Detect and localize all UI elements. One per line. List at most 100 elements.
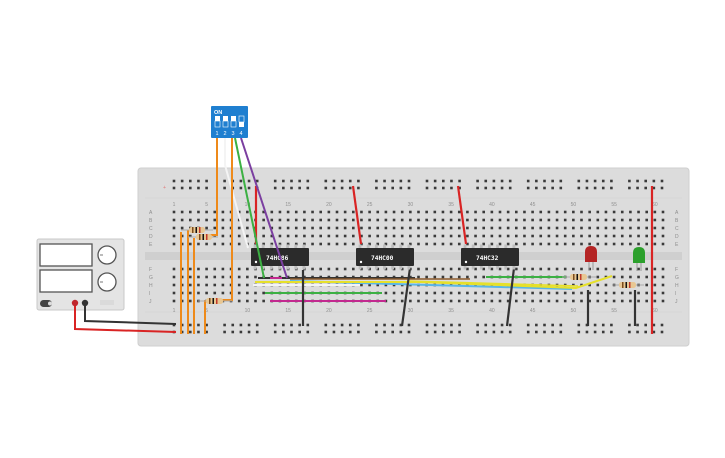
breadboard-hole — [588, 226, 591, 230]
rail-hole — [357, 186, 360, 190]
breadboard-hole — [368, 226, 371, 230]
breadboard-hole — [172, 299, 176, 303]
rail-hole — [636, 186, 639, 190]
row-label: F — [149, 267, 152, 273]
rail-hole — [508, 186, 512, 190]
breadboard-hole — [637, 242, 640, 246]
rail-hole — [282, 186, 285, 190]
wire-red-chip3 — [456, 185, 468, 245]
breadboard-hole — [180, 226, 184, 230]
rail-hole — [585, 179, 589, 183]
led-green[interactable] — [633, 247, 645, 271]
led-red[interactable] — [585, 246, 597, 270]
rail-hole — [610, 186, 613, 190]
power-terminal-negative[interactable] — [81, 299, 89, 307]
resistor-4[interactable] — [562, 274, 596, 280]
power-supply[interactable] — [36, 238, 125, 311]
wire-white-dip-2 — [224, 138, 249, 249]
breadboard-hole — [425, 218, 428, 222]
power-supply-knob-voltage[interactable] — [97, 245, 117, 265]
breadboard-hole — [409, 210, 412, 214]
breadboard-hole — [441, 226, 445, 230]
breadboard-hole — [449, 226, 453, 230]
rail-hole — [458, 186, 461, 190]
breadboard-hole — [637, 291, 640, 295]
resistor-2[interactable] — [188, 234, 218, 240]
resistor-1[interactable] — [181, 227, 213, 233]
column-label: 15 — [285, 202, 291, 208]
breadboard-hole — [343, 218, 347, 222]
dip-switch[interactable]: ON 1 2 3 4 — [211, 106, 248, 138]
row-label: C — [149, 226, 153, 232]
breadboard-hole — [311, 234, 314, 238]
ic-chip-74hc00[interactable]: 74HC00 — [356, 248, 414, 266]
breadboard-hole — [490, 267, 494, 271]
power-supply-switch[interactable] — [40, 300, 52, 307]
breadboard-hole — [482, 267, 485, 271]
breadboard-hole — [254, 299, 257, 303]
breadboard-hole — [457, 226, 461, 230]
ic-chip-74hc32[interactable]: 74HC32 — [461, 248, 519, 266]
breadboard-hole — [197, 275, 200, 279]
resistor-band — [216, 298, 218, 304]
power-terminal-positive[interactable] — [71, 299, 79, 307]
breadboard-hole — [180, 299, 184, 303]
breadboard-hole — [612, 234, 616, 238]
breadboard-hole — [572, 283, 575, 287]
rail-hole — [628, 330, 631, 334]
breadboard-hole — [653, 234, 657, 238]
breadboard-hole — [433, 242, 437, 246]
rail-hole — [508, 330, 512, 334]
chip-pin — [286, 266, 289, 270]
rail-hole — [543, 330, 546, 334]
breadboard-hole — [661, 267, 665, 271]
breadboard-hole — [254, 275, 257, 279]
rail-hole — [298, 323, 301, 327]
resistor-3[interactable] — [198, 298, 232, 304]
row-label: A — [149, 210, 153, 216]
chip-pin — [512, 244, 516, 248]
breadboard-hole — [547, 267, 551, 271]
chip-pin — [358, 266, 362, 270]
breadboard-hole — [620, 210, 624, 214]
resistor-band — [199, 227, 201, 233]
power-supply-knob-current[interactable] — [97, 272, 117, 292]
rail-hole — [180, 323, 184, 327]
breadboard-hole — [580, 283, 583, 287]
rail-hole — [500, 186, 504, 190]
resistor-band — [212, 298, 214, 304]
breadboard-hole — [482, 299, 485, 303]
breadboard-hole — [303, 210, 306, 214]
resistor-band — [573, 274, 575, 280]
dip-switch-number: 4 — [240, 131, 243, 137]
breadboard-hole — [246, 218, 249, 222]
rail-hole — [442, 330, 445, 334]
rail-hole — [450, 330, 453, 334]
row-label: B — [675, 218, 679, 224]
breadboard-hole — [384, 283, 388, 287]
dip-switch-icon — [211, 106, 248, 138]
breadboard-hole — [262, 242, 265, 246]
breadboard-hole — [612, 291, 616, 295]
breadboard-hole — [221, 226, 225, 230]
breadboard-hole — [637, 234, 640, 238]
rail-hole — [526, 323, 530, 327]
breadboard-hole — [466, 291, 469, 295]
breadboard-hole — [343, 234, 347, 238]
chip-pin — [383, 244, 386, 248]
breadboard-hole — [172, 242, 176, 246]
rail-hole — [239, 330, 243, 334]
resistor-5[interactable] — [612, 282, 644, 288]
column-label: 25 — [367, 202, 373, 208]
row-label: F — [675, 267, 678, 273]
breadboard-hole — [441, 242, 445, 246]
breadboard-hole — [620, 275, 624, 279]
breadboard-hole — [555, 218, 559, 222]
rail-hole — [273, 323, 277, 327]
breadboard-hole — [572, 218, 575, 222]
chip-pin — [471, 244, 475, 248]
wire-green-dip-3 — [234, 137, 265, 279]
